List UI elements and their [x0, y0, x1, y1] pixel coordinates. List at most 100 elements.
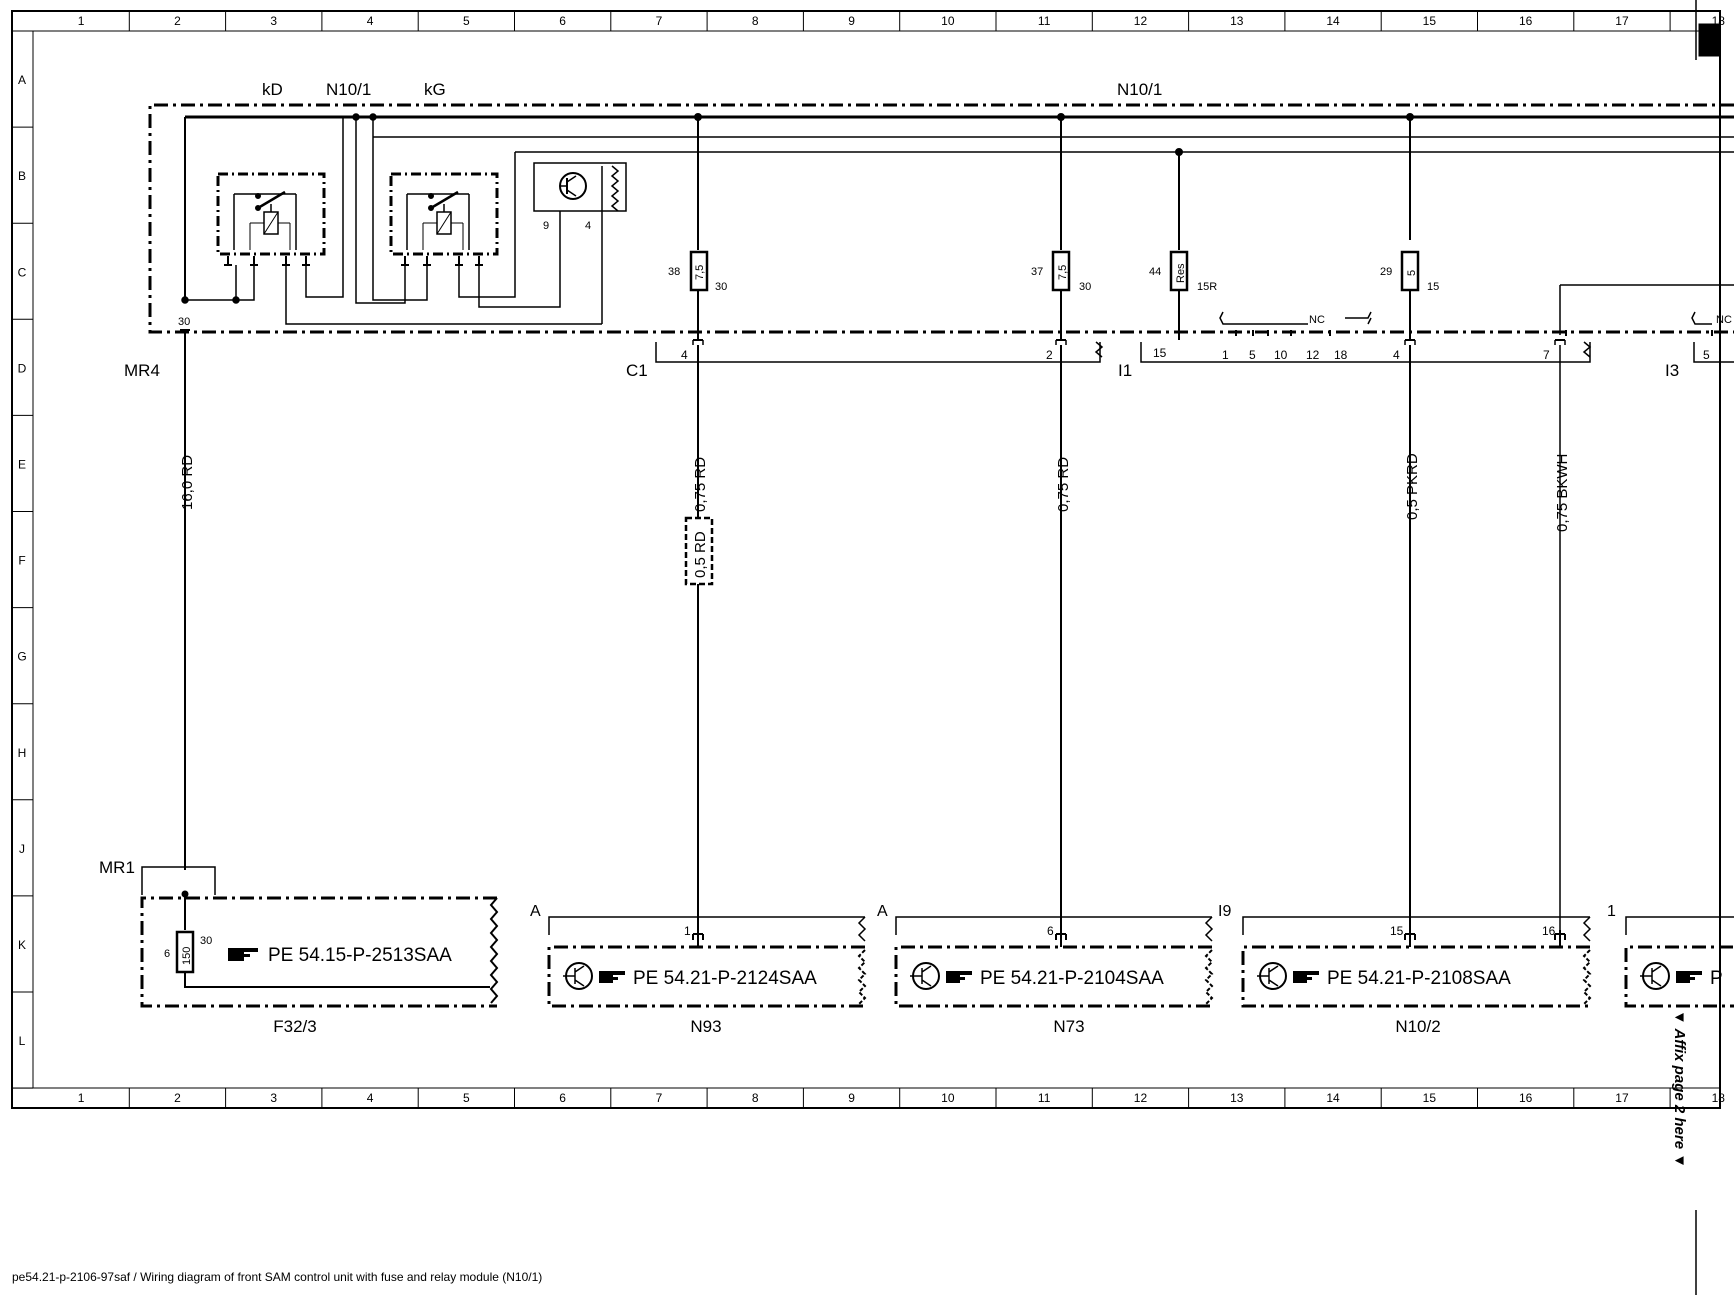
column-label-top: 2 [174, 14, 181, 28]
connector-i1-pin-7: 7 [1543, 348, 1550, 362]
connector-mr1-label: MR1 [99, 858, 135, 877]
module-ref: PE 54.21-P-2104SAA [980, 968, 1164, 989]
terminal-30-label: 30 [178, 316, 190, 328]
column-label-bottom: 5 [463, 1091, 470, 1105]
column-label-top: 8 [752, 14, 759, 28]
column-label-top: 3 [270, 14, 277, 28]
relay-kg-label: kG [424, 80, 446, 99]
column-label-bottom: 12 [1134, 1091, 1148, 1105]
column-label-top: 16 [1519, 14, 1533, 28]
footer-caption: pe54.21-p-2106-97saf / Wiring diagram of… [12, 1270, 543, 1284]
row-label: C [18, 265, 27, 279]
nc-label-partial: NC [1716, 314, 1732, 326]
module-f32-3-name: F32/3 [273, 1017, 316, 1036]
grid-column-ticks [128, 11, 1671, 1108]
fuse-38-rating: 7,5 [694, 265, 706, 280]
connector-c1-label: C1 [626, 361, 648, 380]
mr1-bracket [141, 866, 216, 895]
connector-i1-pin-18: 18 [1334, 348, 1348, 362]
row-label: E [18, 457, 26, 471]
grid-column-labels: 1122334455667788991010111112121313141415… [78, 14, 1725, 1105]
fuse-37-rating: 7,5 [1057, 265, 1069, 280]
column-label-bottom: 14 [1326, 1091, 1340, 1105]
nc-label: NC [1309, 314, 1325, 326]
column-label-bottom: 8 [752, 1091, 759, 1105]
column-label-bottom: 3 [270, 1091, 277, 1105]
module-tag: I9 [1218, 903, 1231, 920]
connector-c1-pin-b: 2 [1046, 348, 1053, 362]
grid-row-ticks [12, 126, 33, 1089]
wire-label-05-rd: 0,5 RD [692, 531, 709, 578]
relay-wiring [181, 113, 603, 325]
column-label-top: 17 [1615, 14, 1629, 28]
connector-i1-pin-12: 12 [1306, 348, 1320, 362]
column-label-bottom: 9 [848, 1091, 855, 1105]
column-label-bottom: 13 [1230, 1091, 1244, 1105]
affix-page-note: ▼ Affix page 2 here ▼ [1671, 1010, 1688, 1169]
row-label: G [17, 650, 26, 664]
connector-c1-pin-a: 4 [681, 348, 688, 362]
row-label: B [18, 169, 26, 183]
module-pin: 1 [684, 924, 691, 938]
column-label-top: 1 [78, 14, 85, 28]
wire-label-16-rd: 16,0 RD [179, 455, 196, 510]
column-label-top: 14 [1326, 14, 1340, 28]
column-label-top: 15 [1423, 14, 1437, 28]
row-label: L [19, 1034, 26, 1048]
wire-label-075-rd-n73: 0,75 RD [1055, 457, 1072, 512]
fuse-44-terminal: 15R [1197, 281, 1217, 293]
wire-label-075-rd-c1: 0,75 RD [692, 457, 709, 512]
pointing-hand-icon [1293, 971, 1319, 983]
fuse-bodies [689, 250, 1420, 340]
column-label-top: 9 [848, 14, 855, 28]
column-label-bottom: 4 [367, 1091, 374, 1105]
connector-i3-label: I3 [1665, 361, 1679, 380]
module-f32-3-ref: PE 54.15-P-2513SAA [268, 945, 452, 966]
transistor-pin-9: 9 [543, 220, 549, 232]
module-ref: PE 54.21-P-2124SAA [633, 968, 817, 989]
module-f32-3-fuse-number: 6 [164, 948, 170, 960]
row-label: F [18, 554, 25, 568]
column-label-top: 18 [1712, 14, 1726, 28]
connector-strips [655, 311, 1734, 363]
column-label-top: 10 [941, 14, 955, 28]
fuse-29-rating: 5 [1406, 270, 1418, 276]
column-label-top: 5 [463, 14, 470, 28]
n10-1-module-border [148, 103, 1734, 334]
column-label-top: 7 [656, 14, 663, 28]
module-f32-3 [140, 890, 499, 1008]
module-ref: PE 54.21-P-2108SAA [1327, 968, 1511, 989]
column-label-bottom: 1 [78, 1091, 85, 1105]
module-pin: 16 [1542, 924, 1556, 938]
column-label-bottom: 17 [1615, 1091, 1629, 1105]
connector-i1-pin-1: 1 [1222, 348, 1229, 362]
wire-run-downs [180, 329, 1566, 930]
n10-1-label-left: N10/1 [326, 80, 371, 99]
connector-i1-label: I1 [1118, 361, 1132, 380]
wire-inset-box [684, 516, 714, 586]
connector-mr4-label: MR4 [124, 361, 160, 380]
pointing-hand-icon [599, 971, 625, 983]
column-label-bottom: 18 [1712, 1091, 1726, 1105]
column-label-bottom: 15 [1423, 1091, 1437, 1105]
pointing-hand-icon [1676, 971, 1702, 983]
fuse-38-terminal: 30 [715, 281, 727, 293]
connector-i1-pin-5: 5 [1249, 348, 1256, 362]
column-label-bottom: 2 [174, 1091, 181, 1105]
module-pin: 6 [1047, 924, 1054, 938]
transistor-element [533, 162, 627, 227]
module-tag: 1 [1607, 903, 1616, 920]
fuse-44-number: 44 [1149, 266, 1161, 278]
pointing-hand-icon [228, 948, 258, 961]
column-label-bottom: 10 [941, 1091, 955, 1105]
module-name: N93 [690, 1017, 721, 1036]
column-label-top: 12 [1134, 14, 1148, 28]
diagram-frame [11, 0, 1721, 1295]
row-label: K [18, 938, 26, 952]
column-label-top: 13 [1230, 14, 1244, 28]
fuse-37-number: 37 [1031, 266, 1043, 278]
